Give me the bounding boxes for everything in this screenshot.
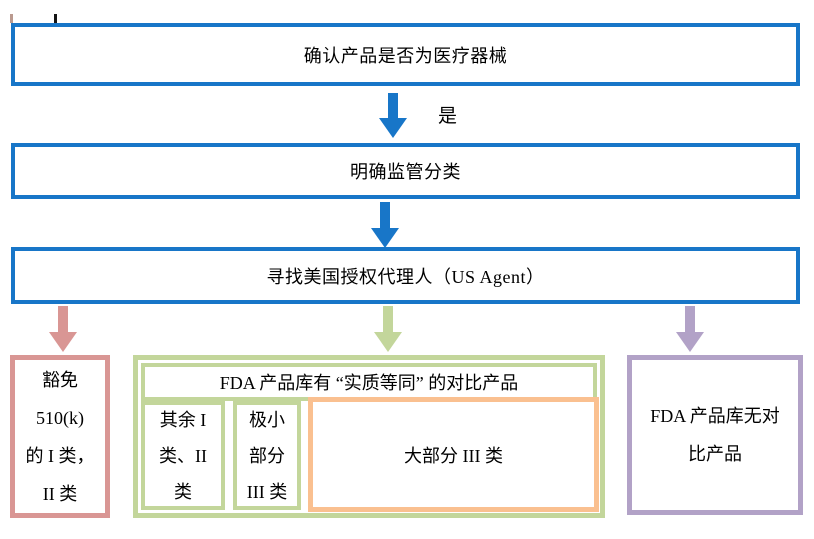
step-clarify-classification: 明确监管分类 (11, 143, 800, 199)
down-arrow-icon (378, 93, 408, 138)
outcome-510k-exempt: 豁免 510(k) 的 I 类， II 类 (10, 355, 110, 518)
outcome-line: 比产品 (688, 444, 742, 464)
down-arrow-icon (373, 306, 403, 352)
predicate-found-header: FDA 产品库有 “实质等同” 的对比产品 (141, 363, 597, 401)
step-confirm-medical-device: 确认产品是否为医疗器械 (11, 23, 800, 86)
outcome-line: 豁免 (42, 369, 78, 390)
yes-branch-label: 是 (438, 106, 458, 127)
down-arrow-icon (675, 306, 705, 352)
step-label: 寻找美国授权代理人（US Agent） (266, 266, 545, 287)
cell-line: III 类 (246, 481, 288, 502)
outcome-line: 的 I 类， (25, 445, 95, 466)
down-arrow-icon (48, 306, 78, 352)
outcome-line: II 类 (42, 483, 78, 504)
cell-line: 类 (174, 481, 192, 502)
cell-line: 部分 (249, 445, 285, 466)
step-find-us-agent: 寻找美国授权代理人（US Agent） (11, 247, 800, 304)
cell-most-class-3: 大部分 III 类 (308, 397, 599, 512)
down-arrow-icon (370, 202, 400, 248)
cell-line: 极小 (249, 409, 285, 430)
cell-line: 其余 I (159, 409, 207, 430)
step-label: 明确监管分类 (350, 162, 461, 182)
cell-line: 类、II (159, 445, 207, 466)
stray-mark (10, 14, 13, 23)
outcome-no-predicate: FDA 产品库无对 比产品 (627, 355, 803, 515)
outcome-predicate-found: FDA 产品库有 “实质等同” 的对比产品 其余 I 类、II 类 极小 部分 … (133, 355, 605, 518)
stray-mark (54, 14, 57, 23)
cell-remaining-class-1-2: 其余 I 类、II 类 (141, 401, 225, 510)
cell-label: 大部分 III 类 (404, 445, 503, 466)
step-label: 确认产品是否为医疗器械 (303, 45, 508, 66)
outcome-line: 510(k) (36, 407, 84, 428)
outcome-line: FDA 产品库无对 (650, 406, 780, 426)
header-label: FDA 产品库有 “实质等同” 的对比产品 (219, 373, 519, 393)
cell-tiny-part-class-3: 极小 部分 III 类 (233, 401, 301, 510)
